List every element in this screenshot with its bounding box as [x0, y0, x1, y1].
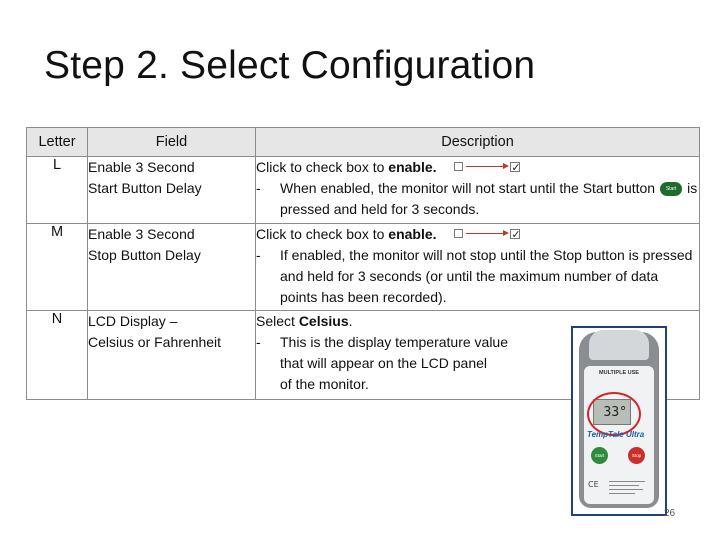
- monitor-brand: TempTale Ultra: [587, 430, 645, 439]
- highlight-circle: [587, 392, 641, 436]
- field-line: Stop Button Delay: [88, 247, 201, 263]
- barcode-icon: CE: [588, 480, 645, 494]
- checked-checkbox-icon: [510, 158, 521, 179]
- field-line: Enable 3 Second: [88, 226, 195, 242]
- row-field: Enable 3 Second Start Button Delay: [87, 156, 256, 224]
- unchecked-checkbox-icon: [454, 162, 464, 172]
- row-field: Enable 3 Second Stop Button Delay: [87, 223, 256, 311]
- monitor-fine-print: CE: [587, 478, 651, 500]
- svg-text:CE: CE: [588, 480, 599, 489]
- field-line: LCD Display –: [88, 313, 178, 329]
- row-description: Click to check box to enable. - When ena…: [255, 156, 700, 224]
- click-instruction: Click to check box to enable.: [256, 157, 699, 179]
- table-row: L Enable 3 Second Start Button Delay Cli…: [26, 156, 700, 224]
- checkbox-illustration: [454, 225, 521, 246]
- select-instruction: Select Celsius.: [256, 313, 353, 329]
- header-field: Field: [87, 127, 256, 157]
- table-header-row: Letter Field Description: [26, 127, 700, 157]
- monitor-start-button-icon: Start: [591, 447, 608, 464]
- temperature-monitor-photo: MULTIPLE USE 33° TempTale Ultra Start St…: [571, 326, 667, 516]
- arrow-right-icon: [466, 163, 510, 170]
- description-bullet: - This is the display temperature value …: [256, 334, 508, 392]
- description-bullet: - If enabled, the monitor will not stop …: [256, 247, 693, 305]
- header-description: Description: [255, 127, 700, 157]
- row-field: LCD Display – Celsius or Fahrenheit: [87, 310, 256, 400]
- header-letter: Letter: [26, 127, 88, 157]
- arrow-right-icon: [466, 230, 510, 237]
- slide-title: Step 2. Select Configuration: [44, 44, 536, 87]
- row-letter: N: [26, 310, 88, 400]
- monitor-label: MULTIPLE USE: [599, 370, 639, 376]
- checked-checkbox-icon: [510, 225, 521, 246]
- page-number: 26: [664, 508, 676, 519]
- description-bullet: - When enabled, the monitor will not sta…: [256, 180, 698, 217]
- field-line: Start Button Delay: [88, 180, 202, 196]
- start-button-icon: Start: [660, 182, 683, 197]
- row-letter: L: [26, 156, 88, 224]
- field-line: Enable 3 Second: [88, 159, 195, 175]
- monitor-cap: [589, 330, 649, 360]
- monitor-stop-button-icon: Stop: [628, 447, 645, 464]
- row-letter: M: [26, 223, 88, 311]
- click-instruction: Click to check box to enable.: [256, 224, 699, 246]
- unchecked-checkbox-icon: [454, 229, 464, 239]
- checkbox-illustration: [454, 158, 521, 179]
- table-row: M Enable 3 Second Stop Button Delay Clic…: [26, 223, 700, 311]
- row-description: Click to check box to enable. - If enabl…: [255, 223, 700, 311]
- field-line: Celsius or Fahrenheit: [88, 334, 222, 350]
